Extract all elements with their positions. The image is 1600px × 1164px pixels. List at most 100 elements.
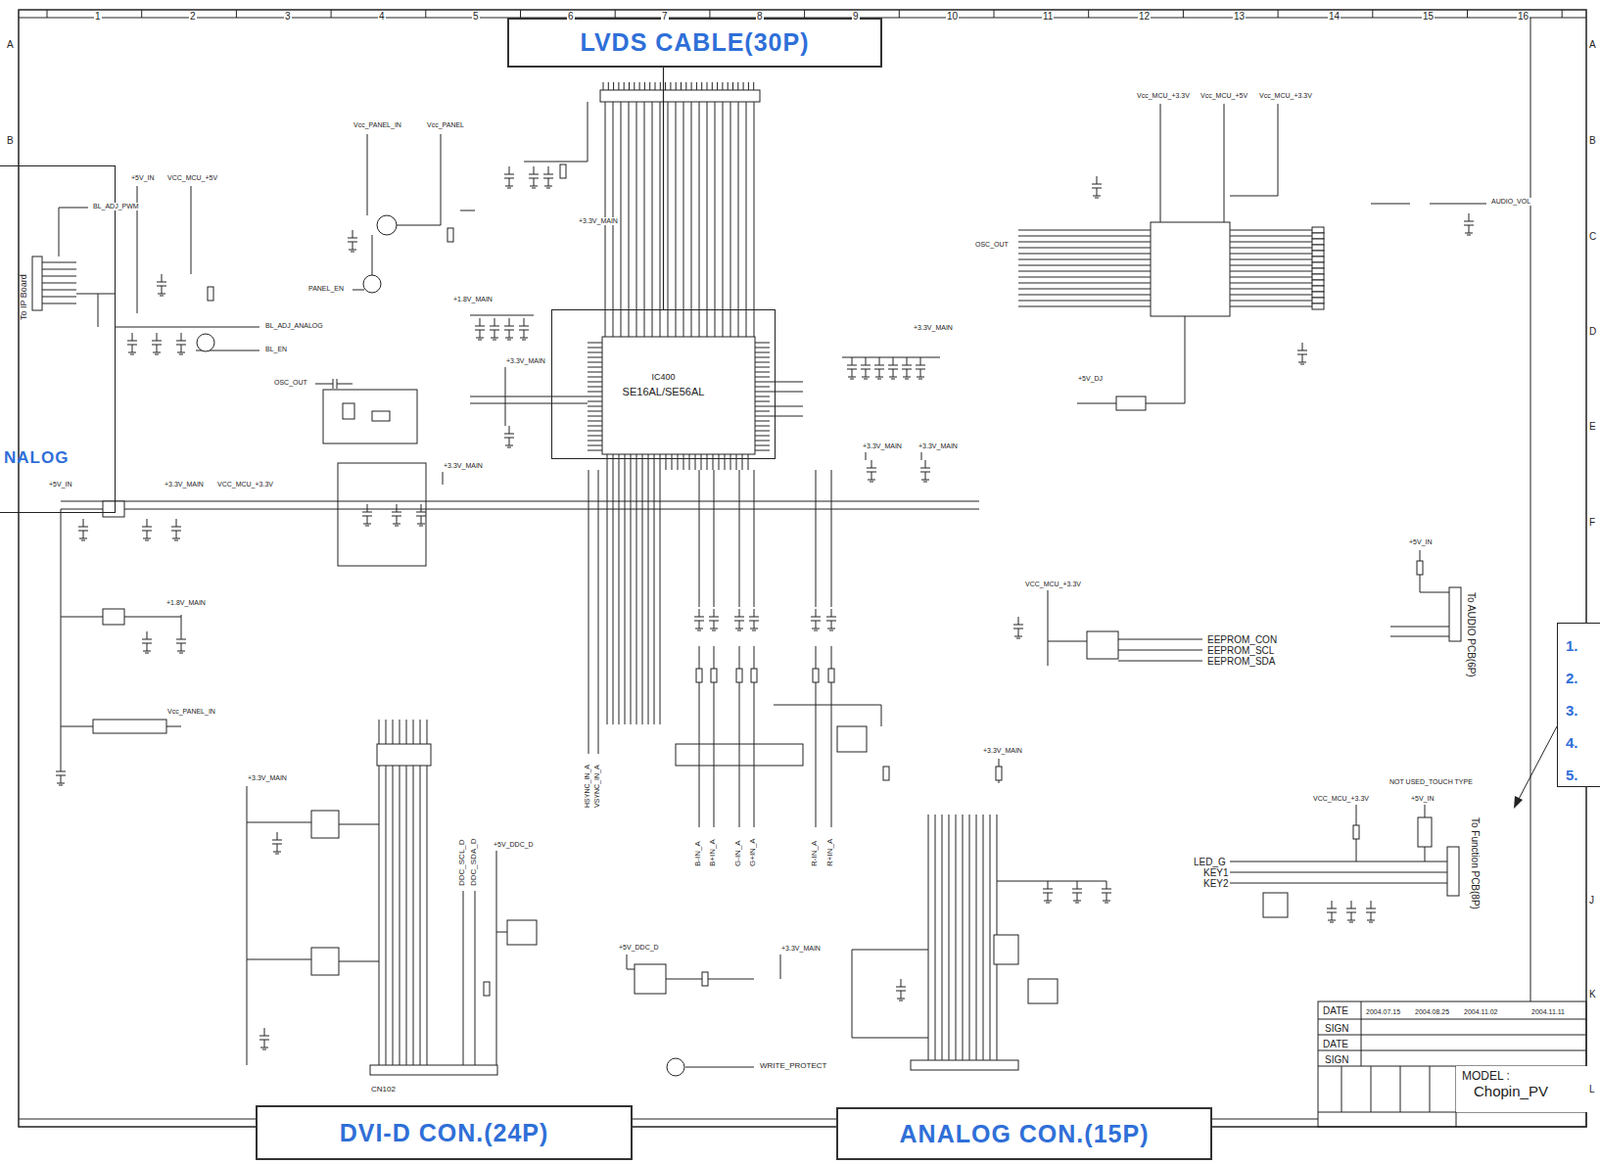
wire bbox=[176, 518, 178, 527]
signal-label: AUDIO_VOL bbox=[1490, 197, 1532, 206]
signal-label: EEPROM_CON bbox=[1206, 634, 1278, 646]
signal-label: DDC_SCL_D bbox=[458, 838, 468, 888]
wire bbox=[623, 82, 625, 91]
wire bbox=[694, 616, 705, 618]
signal-label: KEY1 bbox=[1202, 867, 1230, 879]
wire bbox=[659, 101, 661, 337]
wire bbox=[587, 401, 603, 403]
wire bbox=[42, 289, 77, 291]
wire bbox=[179, 354, 184, 356]
wire bbox=[372, 235, 374, 276]
wire bbox=[754, 347, 770, 349]
transistor-symbol bbox=[376, 215, 397, 236]
wire bbox=[1091, 184, 1102, 186]
component-body bbox=[483, 982, 490, 996]
wire bbox=[1229, 300, 1313, 302]
wire bbox=[141, 639, 152, 641]
wire bbox=[1317, 1035, 1587, 1036]
wire bbox=[460, 210, 475, 212]
wire bbox=[648, 454, 650, 471]
wire bbox=[417, 523, 425, 525]
wire bbox=[753, 470, 755, 608]
component-body bbox=[102, 609, 125, 625]
wire bbox=[1118, 650, 1203, 652]
wire bbox=[1047, 893, 1049, 901]
wire bbox=[1101, 889, 1112, 891]
wire bbox=[262, 1049, 267, 1051]
wire bbox=[79, 538, 88, 540]
wire bbox=[546, 188, 551, 189]
wire bbox=[156, 282, 167, 283]
wire bbox=[754, 425, 770, 427]
wire bbox=[612, 470, 614, 725]
wire bbox=[607, 454, 609, 471]
wire bbox=[739, 470, 741, 608]
wire bbox=[654, 470, 656, 725]
wire bbox=[696, 82, 698, 91]
wire bbox=[1018, 277, 1151, 279]
wire bbox=[496, 932, 508, 934]
wire bbox=[246, 822, 312, 824]
component-body bbox=[1150, 222, 1230, 317]
wire bbox=[962, 814, 964, 1061]
wire bbox=[352, 289, 365, 291]
wire bbox=[754, 450, 770, 452]
wire bbox=[754, 352, 770, 354]
component-body bbox=[102, 501, 125, 518]
wire bbox=[860, 365, 871, 367]
wire bbox=[920, 468, 931, 470]
wire bbox=[171, 526, 182, 528]
wire bbox=[664, 82, 666, 91]
node-text: 1. bbox=[1565, 637, 1600, 655]
wire bbox=[587, 362, 603, 364]
wire bbox=[648, 470, 650, 725]
wire bbox=[440, 134, 442, 226]
wire bbox=[754, 391, 770, 393]
component-body bbox=[1353, 825, 1360, 840]
component-body bbox=[1312, 280, 1324, 286]
wire bbox=[691, 101, 693, 337]
wire bbox=[426, 719, 428, 1066]
wire bbox=[587, 421, 603, 423]
grid-reference: 11 bbox=[1041, 10, 1054, 22]
wire bbox=[1371, 9, 1373, 18]
component-body bbox=[1312, 244, 1324, 251]
grid-reference: 2 bbox=[188, 10, 197, 22]
wire bbox=[336, 383, 353, 385]
wire bbox=[47, 9, 48, 18]
wire bbox=[470, 396, 588, 398]
wire bbox=[989, 814, 991, 1061]
grid-reference: 12 bbox=[1137, 10, 1151, 22]
component-body bbox=[883, 766, 890, 781]
component-body bbox=[602, 336, 755, 455]
wire bbox=[617, 82, 619, 91]
wire bbox=[490, 337, 499, 339]
wire bbox=[1368, 922, 1373, 924]
signal-label: SIGN bbox=[1323, 1054, 1350, 1066]
wire bbox=[815, 620, 817, 629]
component-body bbox=[1312, 291, 1324, 298]
wire bbox=[587, 435, 603, 437]
component-body bbox=[993, 935, 1019, 965]
wire bbox=[754, 376, 770, 378]
wire bbox=[874, 365, 885, 367]
wire bbox=[1018, 247, 1151, 249]
component-body bbox=[372, 411, 390, 422]
wire bbox=[275, 853, 280, 855]
wire bbox=[156, 344, 158, 353]
wire bbox=[935, 814, 937, 1061]
wire bbox=[1094, 197, 1099, 199]
wire bbox=[505, 445, 514, 447]
wire bbox=[406, 719, 408, 1066]
ic-chip: IC400SE16AL/SE56AL bbox=[551, 309, 776, 460]
wire bbox=[588, 470, 590, 754]
grid-reference: J bbox=[1588, 894, 1596, 906]
wire bbox=[519, 9, 521, 18]
wire bbox=[1014, 636, 1023, 638]
wire bbox=[969, 814, 971, 1061]
wire bbox=[421, 504, 423, 513]
wire bbox=[727, 82, 729, 91]
wire bbox=[528, 174, 539, 176]
wire bbox=[246, 959, 312, 961]
wire bbox=[264, 1028, 266, 1036]
